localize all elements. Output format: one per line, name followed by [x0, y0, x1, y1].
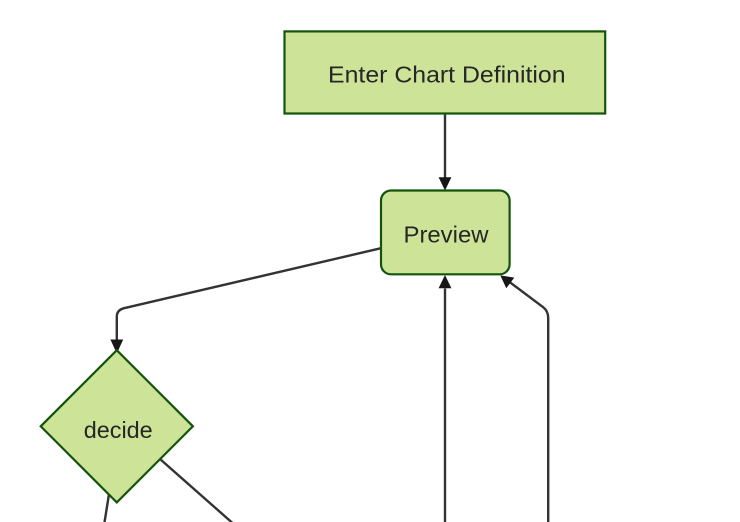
svg-text:Enter Chart Definition: Enter Chart Definition	[328, 61, 566, 87]
svg-text:decide: decide	[84, 417, 153, 443]
svg-text:Preview: Preview	[404, 222, 490, 248]
